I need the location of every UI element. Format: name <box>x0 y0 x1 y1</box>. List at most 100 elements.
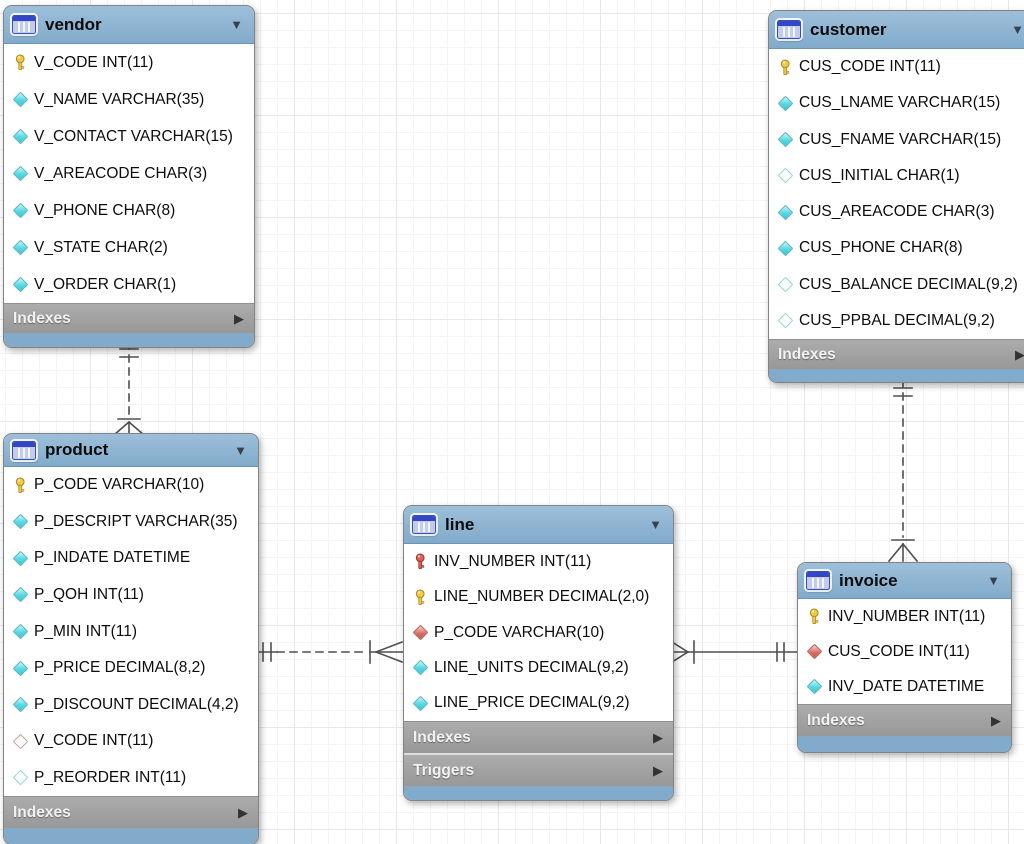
table-title: product <box>45 440 109 459</box>
column-row[interactable]: CUS_LNAME VARCHAR(15) <box>769 85 1024 121</box>
diamond-cyan-icon <box>805 678 824 695</box>
key-yellow-icon <box>805 608 824 625</box>
collapse-arrow-icon[interactable]: ▼ <box>649 517 662 532</box>
column-row[interactable]: V_NAME VARCHAR(35) <box>4 81 254 118</box>
table-customer[interactable]: customer ▼ CUS_CODE INT(11)CUS_LNAME VARCH… <box>768 10 1024 383</box>
table-vendor[interactable]: vendor▼V_CODE INT(11) V_NAME VARCHAR(35) V… <box>3 5 255 348</box>
column-list: CUS_CODE INT(11)CUS_LNAME VARCHAR(15) CUS… <box>769 49 1024 339</box>
diamond-cyan-icon <box>11 550 30 567</box>
column-row[interactable]: LINE_NUMBER DECIMAL(2,0) <box>404 579 673 614</box>
column-row[interactable]: P_REORDER INT(11) <box>4 760 258 797</box>
relationship-vendor-product[interactable] <box>112 341 146 437</box>
column-label: CUS_AREACODE CHAR(3) <box>799 203 995 221</box>
column-label: P_PRICE DECIMAL(8,2) <box>34 659 206 677</box>
diamond-red-hollow-icon <box>11 733 30 749</box>
relationship-invoice-line[interactable] <box>670 640 798 664</box>
column-label: CUS_PHONE CHAR(8) <box>799 239 963 257</box>
diamond-cyan-icon <box>11 696 30 713</box>
table-title: customer <box>810 19 887 39</box>
footer-indexes[interactable]: Indexes▶ <box>404 721 673 753</box>
diamond-cyan-icon <box>11 202 30 219</box>
collapse-arrow-icon[interactable]: ▼ <box>230 17 243 32</box>
column-row[interactable]: P_INDATE DATETIME <box>4 540 258 577</box>
column-label: V_NAME VARCHAR(35) <box>34 90 205 108</box>
column-row[interactable]: LINE_PRICE DECIMAL(9,2) <box>404 686 673 721</box>
table-header[interactable]: vendor▼ <box>4 6 254 44</box>
column-row[interactable]: INV_DATE DATETIME <box>798 669 1011 704</box>
column-row[interactable]: CUS_CODE INT(11) <box>769 49 1024 85</box>
table-product[interactable]: product ▼ P_CODE VARCHAR(10) P_DESCRIPT VAR… <box>3 433 259 844</box>
footer-indexes[interactable]: Indexes▶ <box>4 303 254 333</box>
column-row[interactable]: V_CONTACT VARCHAR(15) <box>4 118 254 155</box>
column-label: INV_NUMBER INT(11) <box>434 552 592 570</box>
column-row[interactable]: CUS_FNAME VARCHAR(15) <box>769 122 1024 158</box>
column-row[interactable]: V_AREACODE CHAR(3) <box>4 155 254 192</box>
column-row[interactable]: P_QOH INT(11) <box>4 577 258 614</box>
table-bottom-strip <box>769 369 1024 382</box>
column-row[interactable]: P_PRICE DECIMAL(8,2) <box>4 650 258 687</box>
column-label: V_STATE CHAR(2) <box>34 238 168 256</box>
footer-label: Indexes <box>13 803 71 821</box>
collapse-arrow-icon[interactable]: ▼ <box>234 442 247 458</box>
table-header[interactable]: product ▼ <box>4 434 258 467</box>
column-label: P_INDATE DATETIME <box>34 549 191 567</box>
column-row[interactable]: CUS_PHONE CHAR(8) <box>769 230 1024 266</box>
column-row[interactable]: V_ORDER CHAR(1) <box>4 266 254 303</box>
column-row[interactable]: P_CODE VARCHAR(10) <box>404 615 673 650</box>
diamond-cyan-icon <box>11 587 30 603</box>
diamond-cyan-icon <box>776 204 795 220</box>
footer-indexes[interactable]: Indexes▶ <box>798 704 1011 736</box>
key-yellow-icon <box>11 477 30 494</box>
column-row[interactable]: CUS_AREACODE CHAR(3) <box>769 194 1024 230</box>
table-header[interactable]: line▼ <box>404 506 673 544</box>
diamond-cyan-icon <box>411 660 430 676</box>
diamond-cyan-icon <box>776 95 795 112</box>
expand-arrow-icon[interactable]: ▶ <box>991 713 1001 728</box>
column-row[interactable]: CUS_PPBAL DECIMAL(9,2) <box>769 303 1024 339</box>
column-row[interactable]: INV_NUMBER INT(11) <box>404 544 673 579</box>
table-line[interactable]: line▼ INV_NUMBER INT(11) LINE_NUMBER DECIM… <box>403 505 674 801</box>
column-label: V_ORDER CHAR(1) <box>34 275 177 293</box>
table-header[interactable]: customer ▼ <box>769 11 1024 49</box>
table-invoice[interactable]: invoice▼INV_NUMBER INT(11) CUS_CODE INT(1… <box>797 562 1012 753</box>
column-row[interactable]: P_DESCRIPT VARCHAR(35) <box>4 504 258 541</box>
column-label: CUS_FNAME VARCHAR(15) <box>799 130 1002 148</box>
column-row[interactable]: V_CODE INT(11) <box>4 44 254 81</box>
column-row[interactable]: INV_NUMBER INT(11) <box>798 599 1011 634</box>
table-header[interactable]: invoice▼ <box>798 563 1011 599</box>
column-row[interactable]: V_CODE INT(11) <box>4 723 258 760</box>
footer-triggers[interactable]: Triggers▶ <box>404 753 673 786</box>
relationship-product-line[interactable] <box>256 640 404 664</box>
diamond-cyan-hollow-icon <box>776 313 795 329</box>
column-row[interactable]: CUS_CODE INT(11) <box>798 634 1011 669</box>
column-row[interactable]: P_MIN INT(11) <box>4 613 258 650</box>
column-label: P_DESCRIPT VARCHAR(35) <box>34 512 238 530</box>
footer-indexes[interactable]: Indexes ▶ <box>769 339 1024 369</box>
expand-arrow-icon[interactable]: ▶ <box>653 730 663 745</box>
diamond-cyan-hollow-icon <box>11 770 30 786</box>
column-row[interactable]: P_DISCOUNT DECIMAL(4,2) <box>4 686 258 723</box>
column-row[interactable]: P_CODE VARCHAR(10) <box>4 467 258 504</box>
column-row[interactable]: CUS_INITIAL CHAR(1) <box>769 158 1024 194</box>
column-label: P_MIN INT(11) <box>34 622 138 640</box>
expand-arrow-icon[interactable]: ▶ <box>234 311 244 326</box>
expand-arrow-icon[interactable]: ▶ <box>653 763 663 778</box>
column-label: CUS_CODE INT(11) <box>828 642 970 660</box>
collapse-arrow-icon[interactable]: ▼ <box>987 573 1000 588</box>
column-row[interactable]: CUS_BALANCE DECIMAL(9,2) <box>769 267 1024 303</box>
column-row[interactable]: LINE_UNITS DECIMAL(9,2) <box>404 650 673 685</box>
diamond-cyan-hollow-icon <box>776 168 795 184</box>
expand-arrow-icon[interactable]: ▶ <box>1015 347 1024 362</box>
column-list: INV_NUMBER INT(11) CUS_CODE INT(11) INV_DA… <box>798 599 1011 704</box>
footer-label: Indexes <box>778 345 836 363</box>
collapse-arrow-icon[interactable]: ▼ <box>1011 22 1024 37</box>
footer-indexes[interactable]: Indexes ▶ <box>4 796 258 828</box>
key-yellow-icon <box>411 589 430 606</box>
diamond-cyan-icon <box>11 165 30 182</box>
expand-arrow-icon[interactable]: ▶ <box>238 805 248 820</box>
relationship-customer-invoice[interactable] <box>887 379 919 563</box>
column-row[interactable]: V_STATE CHAR(2) <box>4 229 254 266</box>
column-row[interactable]: V_PHONE CHAR(8) <box>4 192 254 229</box>
